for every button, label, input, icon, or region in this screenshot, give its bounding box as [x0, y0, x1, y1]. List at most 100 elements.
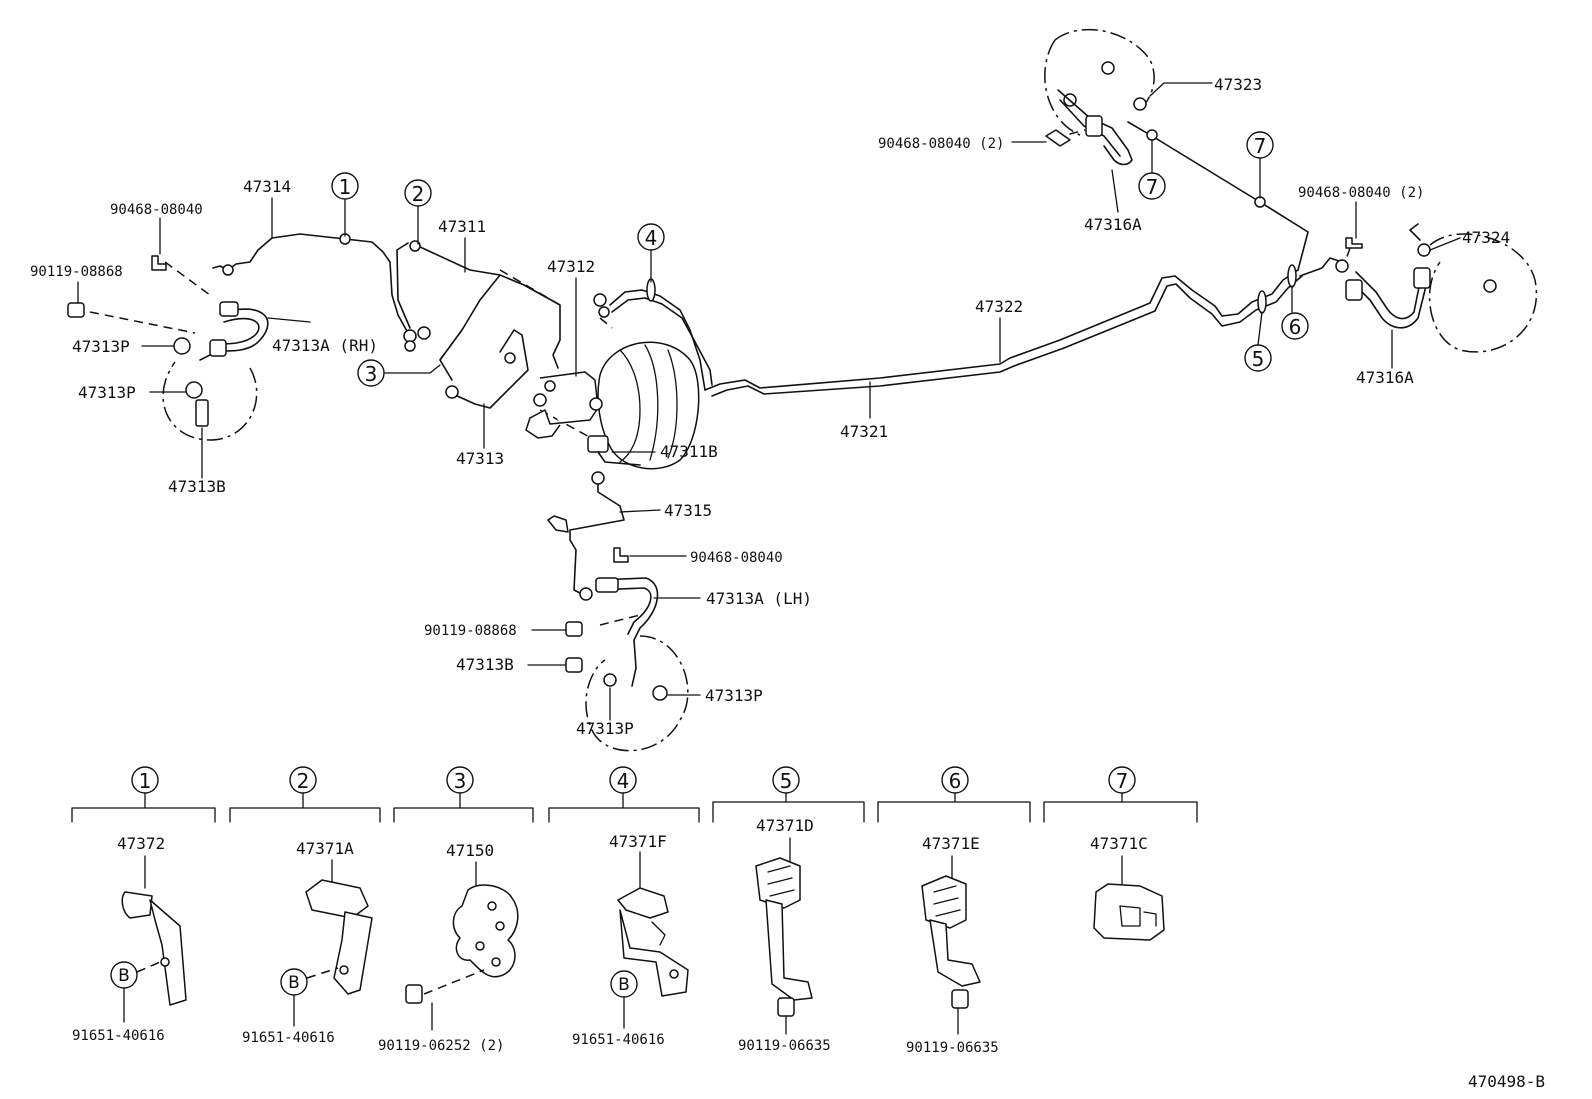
- line-47322-a: [1009, 269, 1299, 359]
- line-47311B: [597, 451, 641, 466]
- line-47322-b: [1013, 275, 1303, 367]
- hose-47316A-right-a: [1349, 279, 1427, 329]
- bolt-90119-08868-mid: [565, 621, 583, 637]
- callout-7b: 7: [1246, 131, 1274, 159]
- leader: [619, 509, 661, 513]
- label-47313A-RH: 47313A (RH): [272, 336, 378, 355]
- label-47313A-LH: 47313A (LH): [706, 589, 812, 608]
- clamp-hole: [669, 969, 679, 979]
- detail-3-key: 3: [454, 769, 467, 793]
- nut: [593, 293, 607, 307]
- hose-tip: [199, 354, 211, 361]
- detail-7: 7 47371C: [1043, 766, 1198, 941]
- booster-rib-1: [619, 349, 641, 463]
- detail-5-bracket: [712, 792, 865, 823]
- label-47316A-right: 47316A: [1356, 368, 1414, 387]
- detail-1-mark: B: [118, 966, 130, 986]
- label-47324: 47324: [1462, 228, 1510, 247]
- line-47311-b: [417, 245, 561, 369]
- line-47313: [454, 329, 529, 409]
- label-47313P-mid-2: 47313P: [576, 719, 634, 738]
- nut: [1335, 259, 1349, 273]
- clip-90468-left: [151, 255, 167, 271]
- dash-47312: [599, 317, 613, 329]
- line-47321-a: [704, 357, 1011, 391]
- master-cylinder: [525, 371, 641, 466]
- master-cylinder-body: [525, 371, 599, 439]
- hose-47316A-right-b: [1355, 271, 1421, 320]
- detail-4-bolt: 91651-40616: [572, 1032, 665, 1048]
- dash-master: [539, 409, 596, 441]
- callout-2: 2: [404, 179, 432, 207]
- line-rear-right: [1299, 257, 1343, 277]
- callout-1-text: 1: [339, 175, 352, 199]
- detail-1-key: 1: [139, 769, 152, 793]
- clip-90468-right: [1345, 237, 1363, 249]
- detail-5: 5 47371D 90119-06635: [712, 766, 865, 1054]
- nut: [417, 326, 431, 340]
- line-47312-b: [611, 297, 713, 386]
- detail-6-bolt: 90119-06635: [906, 1040, 999, 1056]
- callout-7a: 7: [1138, 172, 1166, 200]
- bolt-90119-08868-left: [67, 302, 85, 318]
- hose-47313A-LH-b: [595, 587, 652, 635]
- label-47313B-left: 47313B: [168, 477, 226, 496]
- clamp-slots: [767, 865, 795, 897]
- bolt-90119-06635-5: [777, 997, 795, 1017]
- bolt-47313B-left: [195, 399, 209, 427]
- booster-rib-2: [644, 344, 659, 461]
- detail-7-bracket: [1043, 792, 1198, 823]
- line-47311-a: [396, 242, 411, 329]
- detail-panels: 1 47372 B 91651-40616 2 47371A B 91651-4…: [71, 766, 1198, 1056]
- label-47321: 47321: [840, 422, 888, 441]
- detail-4-key: 4: [617, 769, 630, 793]
- label-90119-08868-mid: 90119-08868: [424, 623, 517, 639]
- clamp-point-5: [1257, 290, 1267, 314]
- leader: [267, 317, 311, 323]
- line-47312-a: [609, 289, 706, 391]
- detail-3-bracket: [393, 792, 534, 823]
- booster-rib-3: [667, 349, 678, 459]
- line-47311-c: [439, 274, 501, 381]
- detail-6-key: 6: [949, 769, 962, 793]
- leader: [1257, 311, 1263, 346]
- detail-5-bolt: 90119-06635: [738, 1038, 831, 1054]
- port: [495, 921, 505, 931]
- hose-47313A-RH-b: [213, 317, 260, 345]
- nut: [579, 587, 593, 601]
- clamp-47371D-body: [755, 857, 801, 909]
- dash-bolt-left: [89, 311, 196, 334]
- detail-3: 3 47150 90119-06252 (2): [378, 766, 534, 1054]
- nut: [1133, 97, 1147, 111]
- detail-3-bolt: 90119-06252 (2): [378, 1038, 504, 1054]
- label-90119-08868-left: 90119-08868: [30, 264, 123, 280]
- clamp-slots: [933, 885, 961, 917]
- callout-2-text: 2: [412, 182, 425, 206]
- washer-47313P-left-2: [185, 381, 203, 399]
- nut: [1417, 243, 1431, 257]
- label-90468-08040-left: 90468-08040: [110, 202, 203, 218]
- washer-47313P-left-1: [173, 337, 191, 355]
- nut: [504, 352, 516, 364]
- hose-end: [1413, 267, 1431, 289]
- label-47323: 47323: [1214, 75, 1262, 94]
- clamp-47371C: [1093, 883, 1165, 941]
- dash: [136, 961, 161, 973]
- washer-47313P-mid-2: [652, 685, 668, 701]
- detail-5-part: 47371D: [756, 816, 814, 835]
- label-47313P-mid-1: 47313P: [705, 686, 763, 705]
- leader: [1149, 82, 1213, 97]
- hose-end: [219, 301, 239, 317]
- detail-3-part: 47150: [446, 841, 494, 860]
- wheel-rear-right: [1428, 233, 1538, 353]
- detail-4-mark: B: [618, 975, 630, 995]
- label-90468-08040-2-right: 90468-08040 (2): [1298, 185, 1424, 201]
- detail-2-bolt: 91651-40616: [242, 1030, 335, 1046]
- nut: [533, 393, 547, 407]
- junction-47150: [452, 884, 519, 978]
- clips: [67, 129, 1363, 563]
- clamp-point-6: [1287, 264, 1297, 288]
- label-47316A-top: 47316A: [1084, 215, 1142, 234]
- nut: [589, 397, 603, 411]
- callout-7b-text: 7: [1254, 134, 1267, 158]
